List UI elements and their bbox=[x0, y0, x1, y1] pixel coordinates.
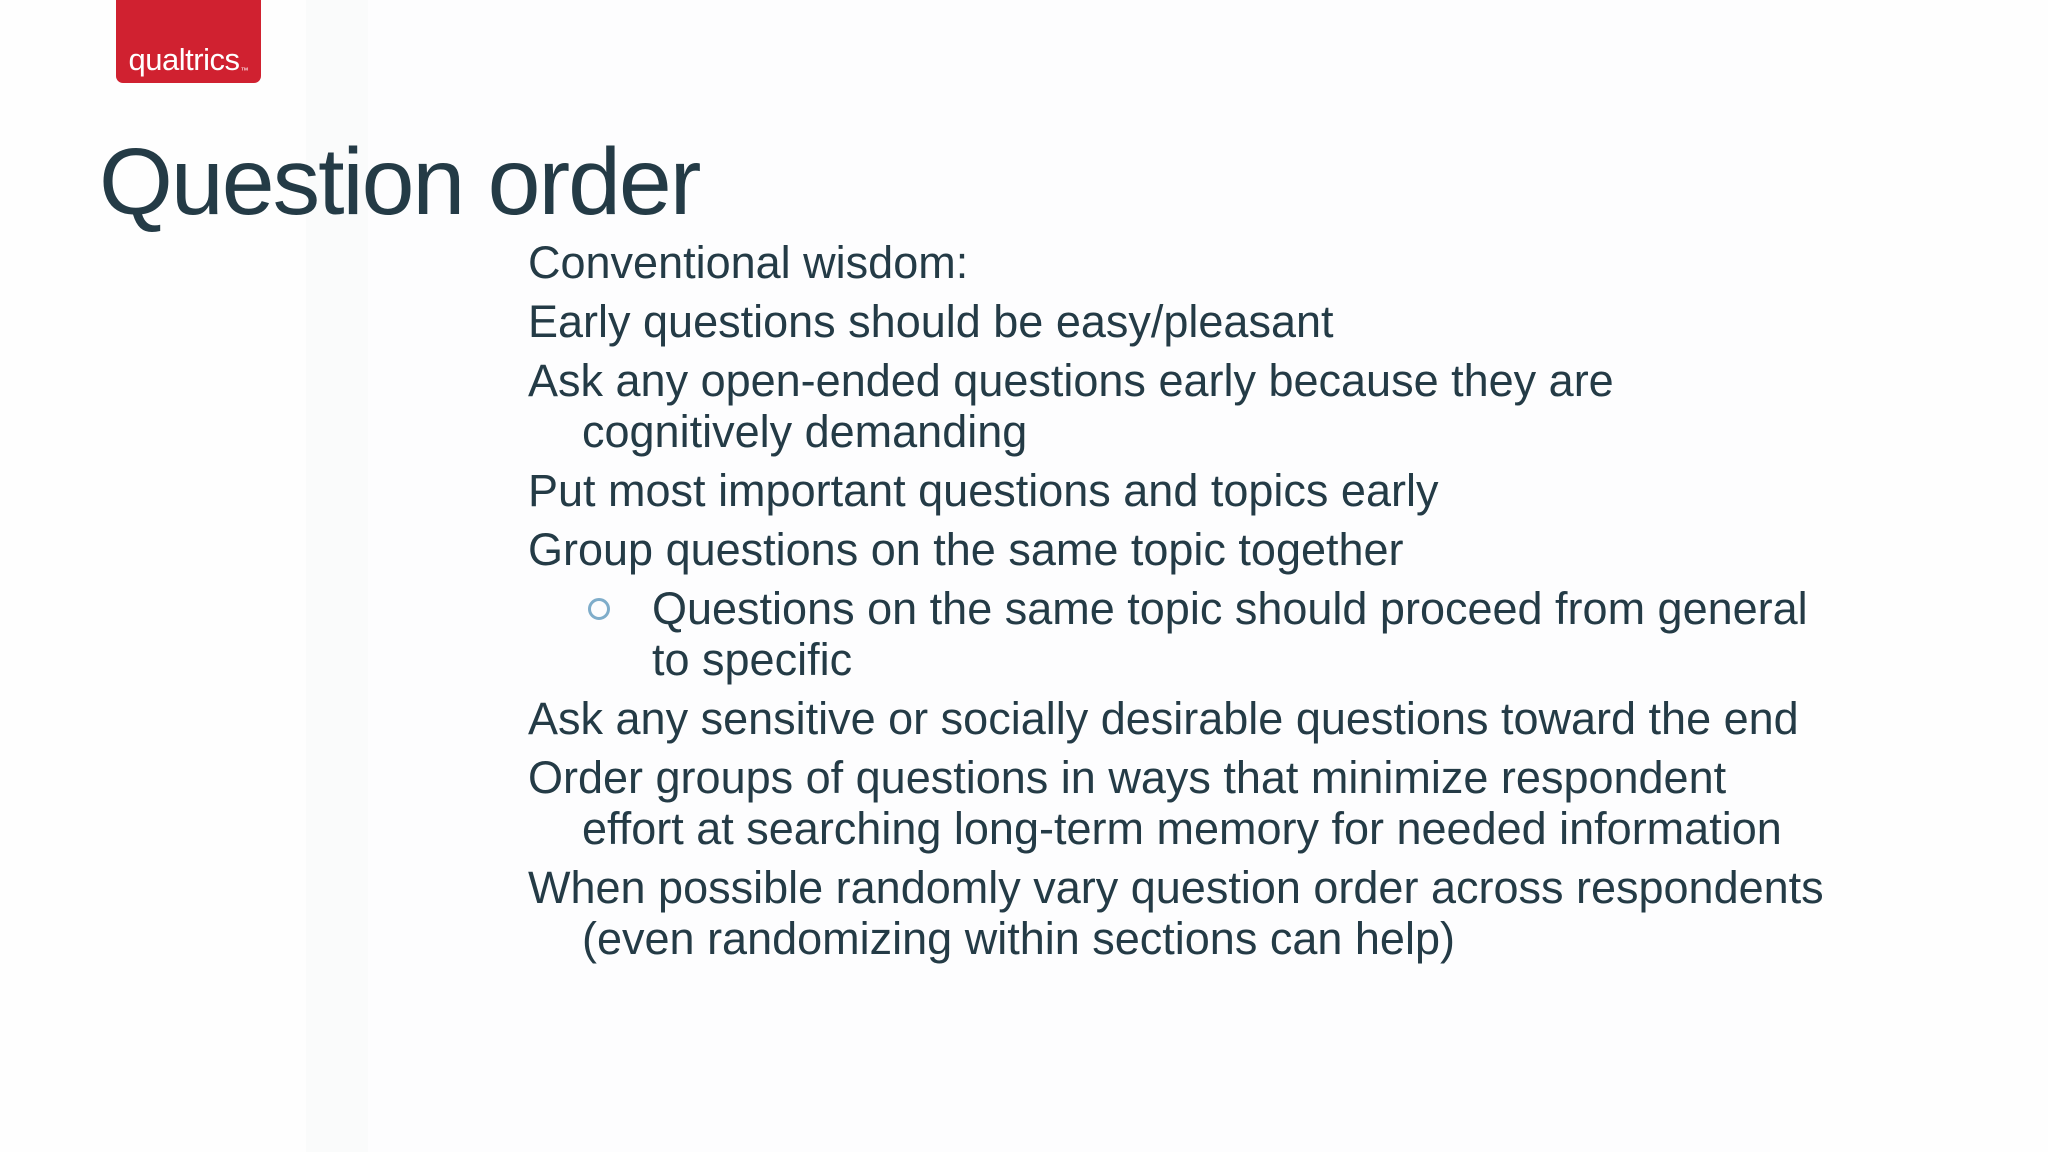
list-item-text: Questions on the same topic should proce… bbox=[652, 583, 1808, 685]
list-item: Early questions should be easy/pleasant bbox=[528, 296, 1828, 347]
list-item-text: Conventional wisdom: bbox=[528, 237, 969, 288]
bullet-list: Conventional wisdom: Early questions shou… bbox=[528, 237, 1828, 972]
list-item: Group questions on the same topic togeth… bbox=[528, 524, 1828, 575]
qualtrics-logo-wordmark: qualtrics bbox=[128, 42, 240, 77]
qualtrics-logo: qualtrics ™ bbox=[116, 0, 261, 83]
trademark-mark: ™ bbox=[240, 66, 249, 75]
list-item-text: Put most important questions and topics … bbox=[528, 465, 1439, 516]
list-item-text: Ask any open-ended questions early becau… bbox=[528, 355, 1614, 457]
list-item-text: When possible randomly vary question ord… bbox=[528, 862, 1824, 964]
list-item: When possible randomly vary question ord… bbox=[528, 862, 1828, 964]
circle-bullet-icon bbox=[588, 598, 610, 620]
list-item: Put most important questions and topics … bbox=[528, 465, 1828, 516]
list-item: Conventional wisdom: bbox=[528, 237, 1828, 288]
page-title: Question order bbox=[99, 129, 701, 235]
list-item: Order groups of questions in ways that m… bbox=[528, 752, 1828, 854]
bullet-cell bbox=[588, 583, 652, 634]
list-item: Questions on the same topic should proce… bbox=[528, 583, 1828, 685]
list-item-text: Ask any sensitive or socially desirable … bbox=[528, 693, 1799, 744]
list-item: Ask any sensitive or socially desirable … bbox=[528, 693, 1828, 744]
list-item: Ask any open-ended questions early becau… bbox=[528, 355, 1828, 457]
list-item-text: Order groups of questions in ways that m… bbox=[528, 752, 1782, 854]
list-item-text: Early questions should be easy/pleasant bbox=[528, 296, 1334, 347]
list-item-text: Group questions on the same topic togeth… bbox=[528, 524, 1404, 575]
